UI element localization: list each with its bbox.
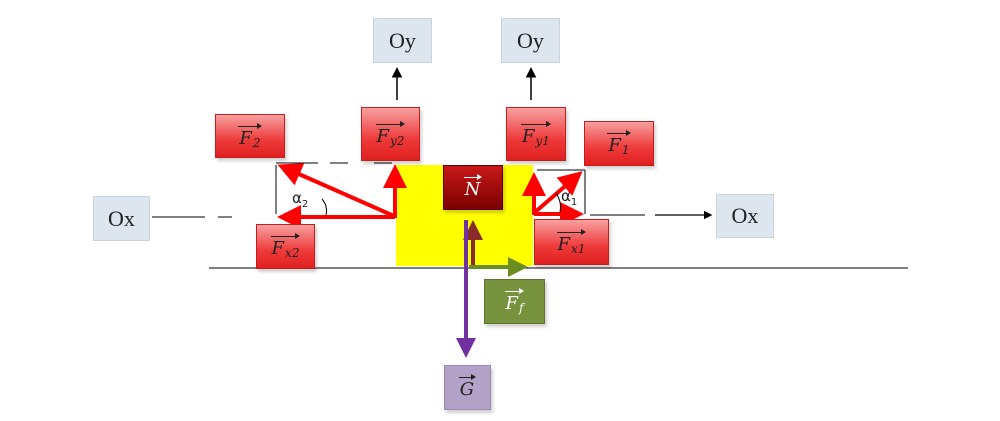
angle-label-alpha1: α1	[561, 187, 578, 208]
label-fx1: Fx1	[534, 219, 609, 265]
oy-axis-label-right: Oy	[501, 18, 560, 63]
angle-arc-alpha1	[555, 192, 561, 213]
label-f1: F1	[584, 121, 654, 166]
force-f1-vector	[532, 171, 583, 215]
ox-axis-label-left: Ox	[93, 196, 150, 241]
angle-label-alpha2: α2	[292, 189, 309, 210]
force-f2-vector	[277, 163, 395, 218]
angle-arc-alpha2	[321, 198, 327, 216]
ox-axis-label-right: Ox	[716, 194, 774, 238]
label-ff: Ff	[484, 279, 545, 324]
label-fy2: Fy2	[361, 107, 420, 161]
label-g: G	[444, 365, 491, 410]
label-fx2: Fx2	[256, 224, 315, 269]
oy-axis-label-left: Oy	[373, 18, 432, 63]
label-f2: F2	[215, 114, 285, 158]
label-n: N	[443, 165, 503, 210]
label-fy1: Fy1	[506, 107, 566, 161]
